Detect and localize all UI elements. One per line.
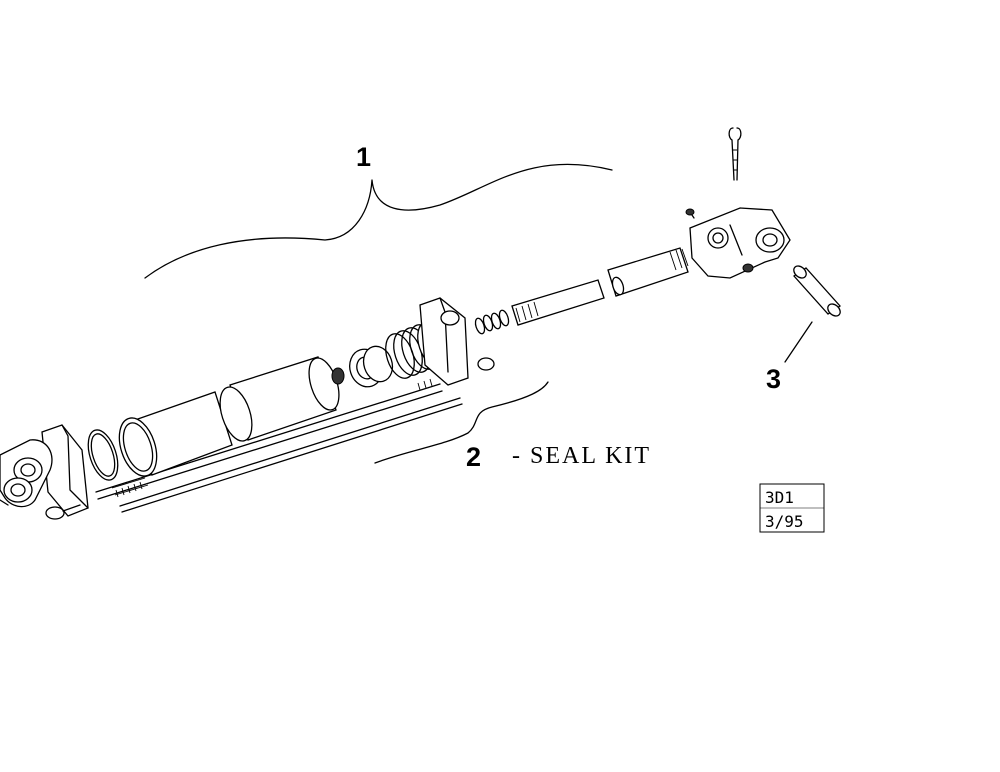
reference-box: 3D1 3/95 [759,483,825,533]
reference-line-2: 3/95 [765,512,804,531]
o-ring [87,429,119,481]
piston-rod [511,247,689,326]
left-end-cap [0,424,89,520]
seal-kit-label: - SEAL KIT [512,443,651,469]
gland-block [419,297,495,386]
callout-2: 2 [466,442,481,472]
brace-1 [144,163,613,279]
rod-seal-rings [474,309,510,335]
rod-clevis [685,207,791,279]
clevis-pin [793,265,841,317]
cotter-pin [728,127,742,181]
leader-3 [784,321,813,363]
piston-assembly [331,345,394,388]
callout-1: 1 [356,142,371,172]
reference-line-1: 3D1 [765,488,794,507]
cylinder-barrel [118,356,340,477]
brace-2 [374,381,549,464]
callout-3: 3 [766,364,781,394]
